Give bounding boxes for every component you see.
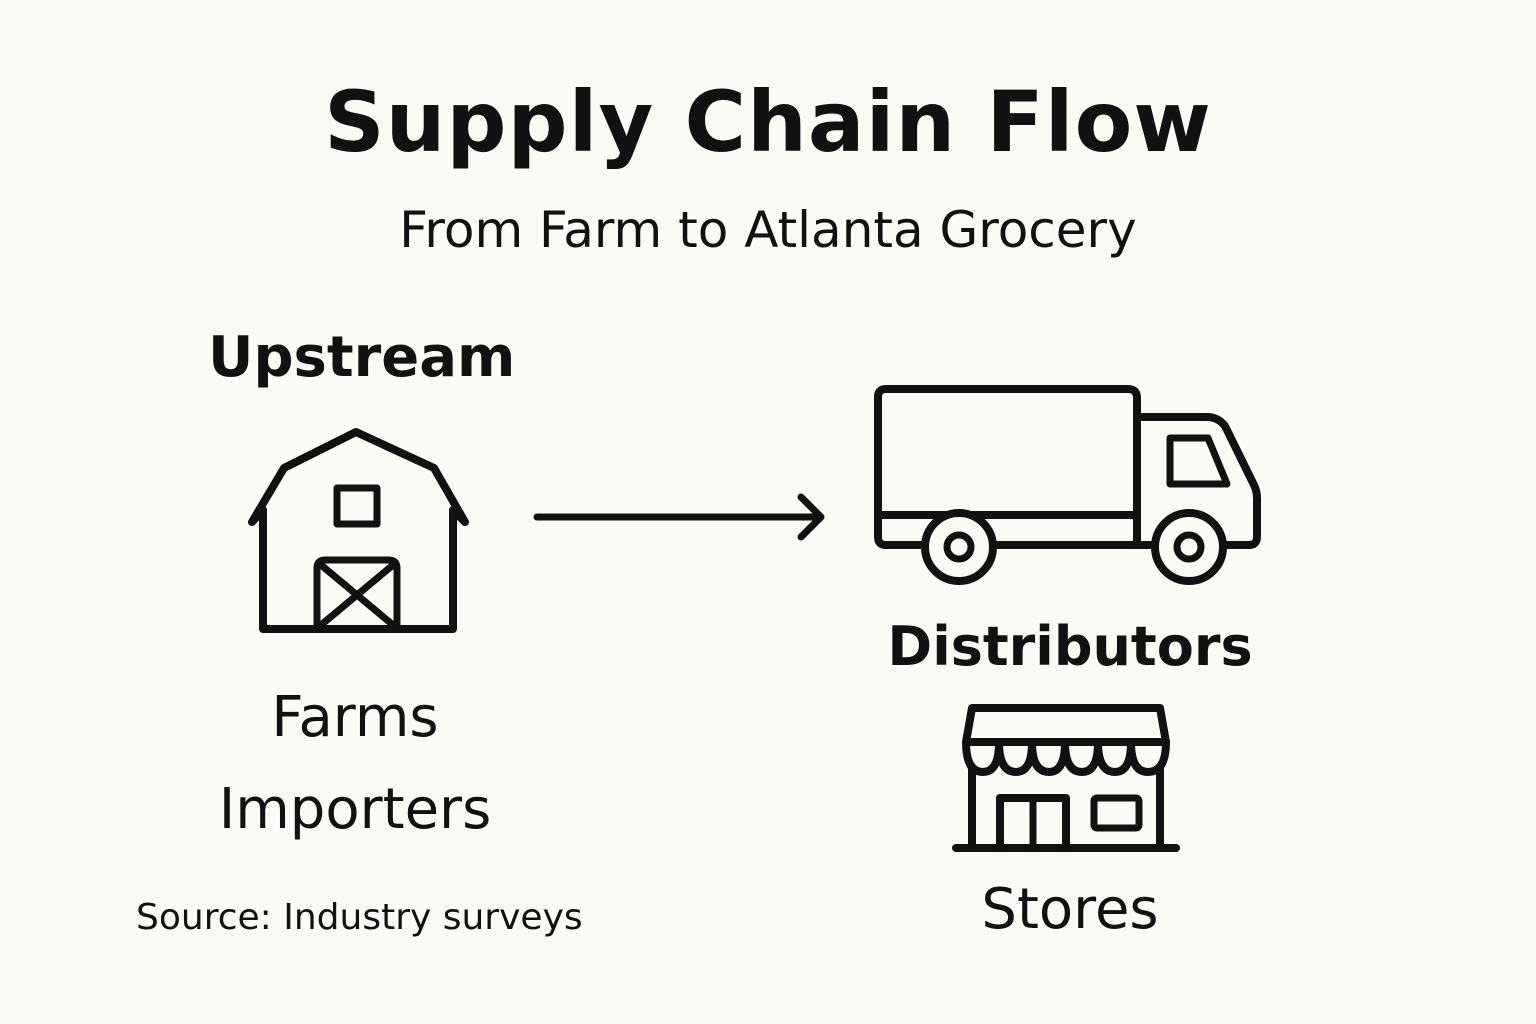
upstream-item-importers: Importers [218,777,492,842]
source-note: Source: Industry surveys [136,897,583,938]
truck-icon [874,385,1261,585]
distributors-label: Distributors [887,615,1253,678]
stores-label: Stores [981,877,1159,942]
barn-icon [248,428,469,633]
upstream-heading: Upstream [208,325,516,390]
right-arrow-icon [533,493,825,541]
diagram-title: Supply Chain Flow [324,73,1212,171]
diagram-subtitle: From Farm to Atlanta Grocery [399,201,1137,259]
storefront-icon [952,704,1180,852]
upstream-item-farms: Farms [271,685,439,750]
